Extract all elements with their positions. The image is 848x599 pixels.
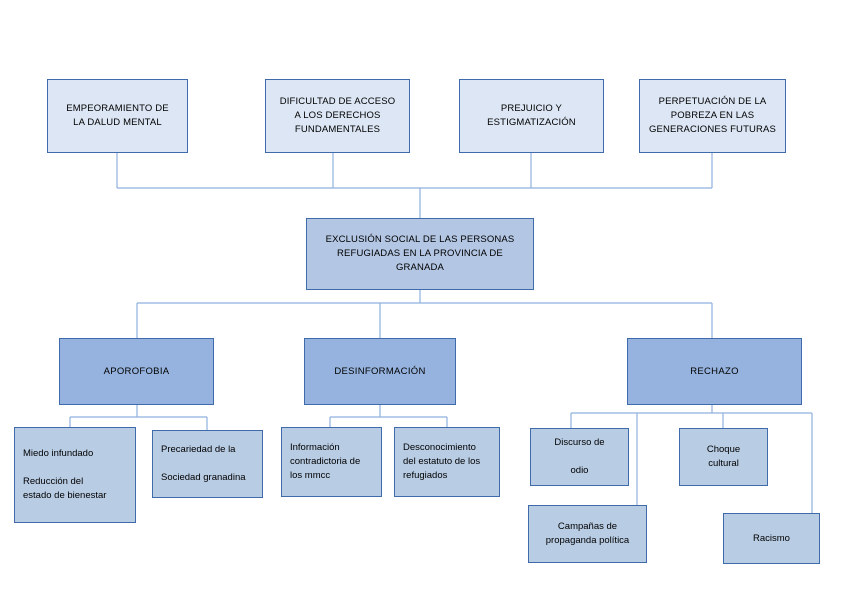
subcause-box-informacion-contradictoria[interactable]: Información contradictoria de los mmcc bbox=[281, 427, 382, 497]
subcause-precariedad-label: Precariedad de la Sociedad granadina bbox=[161, 444, 246, 483]
central-problem-label: EXCLUSIÓN SOCIAL DE LAS PERSONAS REFUGIA… bbox=[325, 234, 515, 273]
subcause-box-racismo[interactable]: Racismo bbox=[723, 513, 820, 564]
subcause-box-miedo-infundado[interactable]: Miedo infundado Reducción del estado de … bbox=[14, 427, 136, 523]
effect-3-label: PREJUICIO Y ESTIGMATIZACIÓN bbox=[487, 103, 576, 128]
effect-2-label: DIFICULTAD DE ACCESO A LOS DERECHOS FUND… bbox=[279, 96, 396, 135]
central-problem-box[interactable]: EXCLUSIÓN SOCIAL DE LAS PERSONAS REFUGIA… bbox=[306, 218, 534, 290]
effect-box-prejuicio-estigmatizacion[interactable]: PREJUICIO Y ESTIGMATIZACIÓN bbox=[459, 79, 604, 153]
subcause-informacion-label: Información contradictoria de los mmcc bbox=[290, 442, 361, 481]
cause-box-rechazo[interactable]: RECHAZO bbox=[627, 338, 802, 405]
subcause-box-choque-cultural[interactable]: Choque cultural bbox=[679, 428, 768, 486]
subcause-box-campanas-propaganda[interactable]: Campañas de propaganda política bbox=[528, 505, 647, 563]
subcause-choque-label: Choque cultural bbox=[706, 444, 741, 469]
subcause-box-precariedad-sociedad[interactable]: Precariedad de la Sociedad granadina bbox=[152, 430, 263, 498]
subcause-miedo-label: Miedo infundado Reducción del estado de … bbox=[23, 448, 107, 501]
cause-box-aporofobia[interactable]: APOROFOBIA bbox=[59, 338, 214, 405]
effect-1-label: EMPEORAMIENTO DE LA DALUD MENTAL bbox=[66, 103, 169, 128]
subcause-box-discurso-odio[interactable]: Discurso de odio bbox=[530, 428, 629, 486]
effect-box-perpetuacion-pobreza[interactable]: PERPETUACIÓN DE LA POBREZA EN LAS GENERA… bbox=[639, 79, 786, 153]
cause-box-desinformacion[interactable]: DESINFORMACIÓN bbox=[304, 338, 456, 405]
subcause-racismo-label: Racismo bbox=[753, 532, 790, 544]
cause-rechazo-label: RECHAZO bbox=[690, 365, 739, 377]
effect-box-dificultad-acceso-derechos[interactable]: DIFICULTAD DE ACCESO A LOS DERECHOS FUND… bbox=[265, 79, 410, 153]
effect-4-label: PERPETUACIÓN DE LA POBREZA EN LAS GENERA… bbox=[648, 96, 777, 135]
cause-desinformacion-label: DESINFORMACIÓN bbox=[334, 365, 426, 377]
cause-aporofobia-label: APOROFOBIA bbox=[103, 365, 170, 377]
subcause-campanas-label: Campañas de propaganda política bbox=[545, 521, 630, 546]
subcause-box-desconocimiento-estatuto[interactable]: Desconocimiento del estatuto de los refu… bbox=[394, 427, 500, 497]
subcause-discurso-label: Discurso de odio bbox=[554, 437, 605, 476]
effect-box-empeoramiento-salud-mental[interactable]: EMPEORAMIENTO DE LA DALUD MENTAL bbox=[47, 79, 188, 153]
subcause-desconocimiento-label: Desconocimiento del estatuto de los refu… bbox=[403, 442, 481, 481]
